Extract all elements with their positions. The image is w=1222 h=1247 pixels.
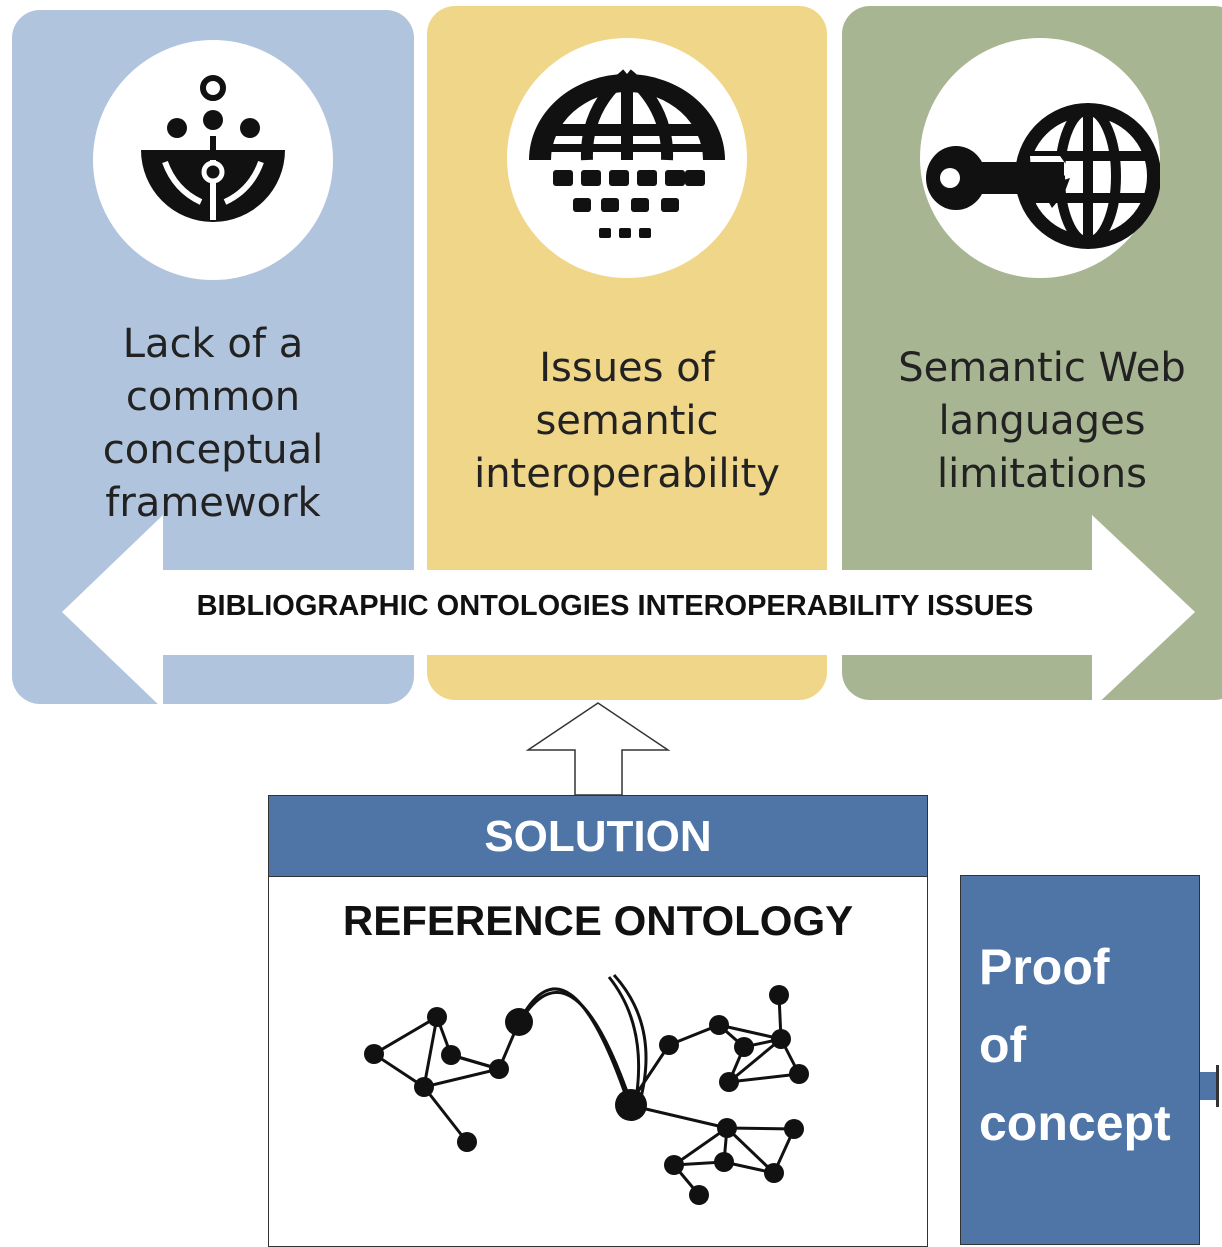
- globe-grid-icon: [507, 38, 747, 278]
- panel-label-conceptual-framework: Lack of a common conceptual framework: [12, 318, 414, 530]
- panel-label-line: Lack of a: [122, 321, 304, 367]
- panel-label-line: Issues of: [539, 345, 715, 391]
- reference-ontology-title: REFERENCE ONTOLOGY: [342, 897, 854, 944]
- proof-line: of: [979, 1017, 1027, 1073]
- key-globe-icon: [920, 38, 1160, 278]
- interoperability-issues-banner: BIBLIOGRAPHIC ONTOLOGIES INTEROPERABILIT…: [196, 590, 1034, 622]
- panel-label-semantic-interoperability: Issues of semantic interoperability: [427, 342, 827, 501]
- panel-label-line: Semantic Web: [898, 345, 1186, 391]
- ontology-network-icon: [364, 973, 809, 1205]
- panel-label-line: languages: [938, 398, 1146, 444]
- proof-connector-bracket: [1216, 1065, 1222, 1107]
- panel-label-line: semantic: [535, 398, 719, 444]
- panel-label-line: conceptual: [102, 427, 324, 473]
- solution-header: SOLUTION: [268, 795, 928, 877]
- panel-label-line: interoperability: [474, 451, 780, 497]
- proof-line: concept: [979, 1095, 1171, 1151]
- ifla-logo-icon: [93, 40, 333, 280]
- panel-label-semantic-web-limitations: Semantic Web languages limitations: [842, 342, 1222, 501]
- proof-line: Proof: [979, 939, 1110, 995]
- panel-label-line: common: [125, 374, 301, 420]
- panel-label-line: framework: [105, 480, 321, 526]
- up-arrow-shape: [525, 702, 671, 796]
- solution-body: REFERENCE ONTOLOGY: [268, 877, 928, 1247]
- panel-label-line: limitations: [937, 451, 1147, 497]
- proof-of-concept-box: Proof of concept: [960, 875, 1200, 1245]
